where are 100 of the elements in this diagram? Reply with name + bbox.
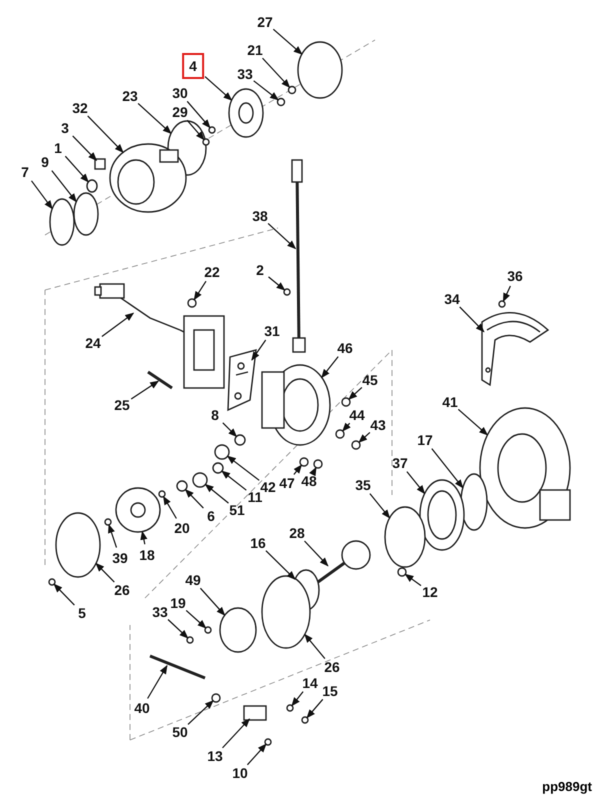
seal-drawing	[176, 480, 188, 492]
callout-number: 15	[321, 683, 339, 699]
pin-drawing	[264, 738, 272, 746]
leader-line	[246, 744, 267, 766]
callout-number: 5	[77, 605, 87, 621]
callout-number: 25	[113, 397, 131, 413]
screw-drawing	[397, 567, 407, 577]
callout-number: 19	[169, 595, 187, 611]
callout-number: 23	[121, 88, 139, 104]
leader-line	[87, 115, 124, 153]
callout-number: 46	[336, 340, 354, 356]
leader-line	[251, 340, 266, 361]
leader-line	[186, 100, 211, 128]
turbine-housing-drawing	[479, 407, 571, 529]
callout-number: 40	[133, 700, 151, 716]
leader-line	[459, 306, 485, 332]
leader-line	[64, 156, 89, 183]
v-band-clamp-drawing	[261, 575, 311, 649]
washer-drawing	[204, 626, 212, 634]
callout-number: 16	[249, 535, 267, 551]
callout-number: 39	[111, 550, 129, 566]
leader-line	[253, 80, 279, 100]
v-band-clamp-drawing	[55, 512, 101, 578]
callout-number: 9	[40, 154, 50, 170]
backplate-disc-drawing	[228, 88, 264, 138]
leader-line	[222, 422, 238, 438]
leader-line	[138, 102, 172, 134]
leader-line	[272, 28, 303, 55]
leader-line	[162, 496, 177, 519]
leader-line	[184, 488, 204, 509]
plug-drawing	[341, 397, 351, 407]
leader-line	[186, 610, 206, 629]
callout-number: 49	[184, 572, 202, 588]
nut-drawing	[288, 86, 296, 94]
callout-number: 37	[391, 455, 409, 471]
callout-number: 17	[416, 432, 434, 448]
callout-number: 18	[138, 547, 156, 563]
leader-line	[147, 664, 168, 699]
callout-number: 28	[288, 525, 306, 541]
leader-line	[358, 432, 370, 443]
lever-drawing	[243, 705, 267, 721]
callout-number: 8	[210, 407, 220, 423]
callout-number: 51	[228, 502, 246, 518]
callout-number: 36	[506, 268, 524, 284]
leader-line	[321, 356, 339, 378]
fitting-drawing	[299, 457, 309, 467]
leader-line	[130, 380, 160, 400]
callout-number: 29	[171, 104, 189, 120]
compressor-housing-drawing	[109, 143, 187, 213]
gasket-drawing	[227, 349, 257, 412]
callout-number: 32	[71, 100, 89, 116]
leader-line	[168, 619, 188, 639]
leader-line	[102, 312, 134, 337]
seal-ring-drawing	[297, 41, 343, 99]
washer-drawing	[186, 636, 194, 644]
leader-line	[53, 584, 75, 606]
seal-drawing	[86, 179, 98, 193]
nut-drawing	[211, 693, 221, 703]
actuator-cable-drawing	[94, 283, 181, 331]
leader-line	[262, 58, 290, 88]
shroud-drawing	[384, 506, 426, 568]
fitting-drawing	[335, 429, 345, 439]
leader-line	[304, 540, 329, 566]
leader-line	[293, 464, 302, 475]
leader-line	[221, 470, 247, 491]
snap-ring-drawing	[73, 192, 99, 236]
o-ring-drawing	[219, 607, 257, 653]
figure-code: pp989gt	[542, 779, 592, 794]
leader-line	[369, 493, 390, 519]
washer-drawing	[276, 98, 286, 106]
leader-line	[204, 76, 232, 101]
leader-line	[72, 135, 98, 162]
screw-drawing	[187, 298, 197, 308]
leader-line	[458, 408, 488, 436]
callout-number: 3	[60, 120, 70, 136]
thrust-collar-drawing	[214, 444, 230, 460]
leader-line	[268, 276, 286, 291]
callout-number: 2	[255, 262, 265, 278]
leader-line	[291, 691, 304, 706]
callout-number: 41	[441, 394, 459, 410]
leader-line	[194, 280, 206, 300]
leader-line	[265, 550, 296, 580]
callout-number: 35	[354, 477, 372, 493]
leader-line	[306, 698, 324, 718]
leader-line	[200, 588, 226, 616]
callout-number: 45	[361, 372, 379, 388]
nut-drawing	[158, 490, 166, 498]
leader-line	[222, 718, 250, 748]
callout-number: 22	[203, 264, 221, 280]
leader-line	[51, 170, 77, 202]
nut-drawing	[48, 578, 56, 586]
callout-number: 13	[206, 748, 224, 764]
callout-number: 26	[323, 659, 341, 675]
leader-line	[502, 286, 511, 302]
leader-line	[431, 448, 464, 488]
callout-number: 33	[236, 66, 254, 82]
sensor-rod-drawing	[291, 159, 306, 353]
callout-number: 24	[84, 335, 102, 351]
callout-number: 12	[421, 584, 439, 600]
callout-number: 6	[206, 508, 216, 524]
